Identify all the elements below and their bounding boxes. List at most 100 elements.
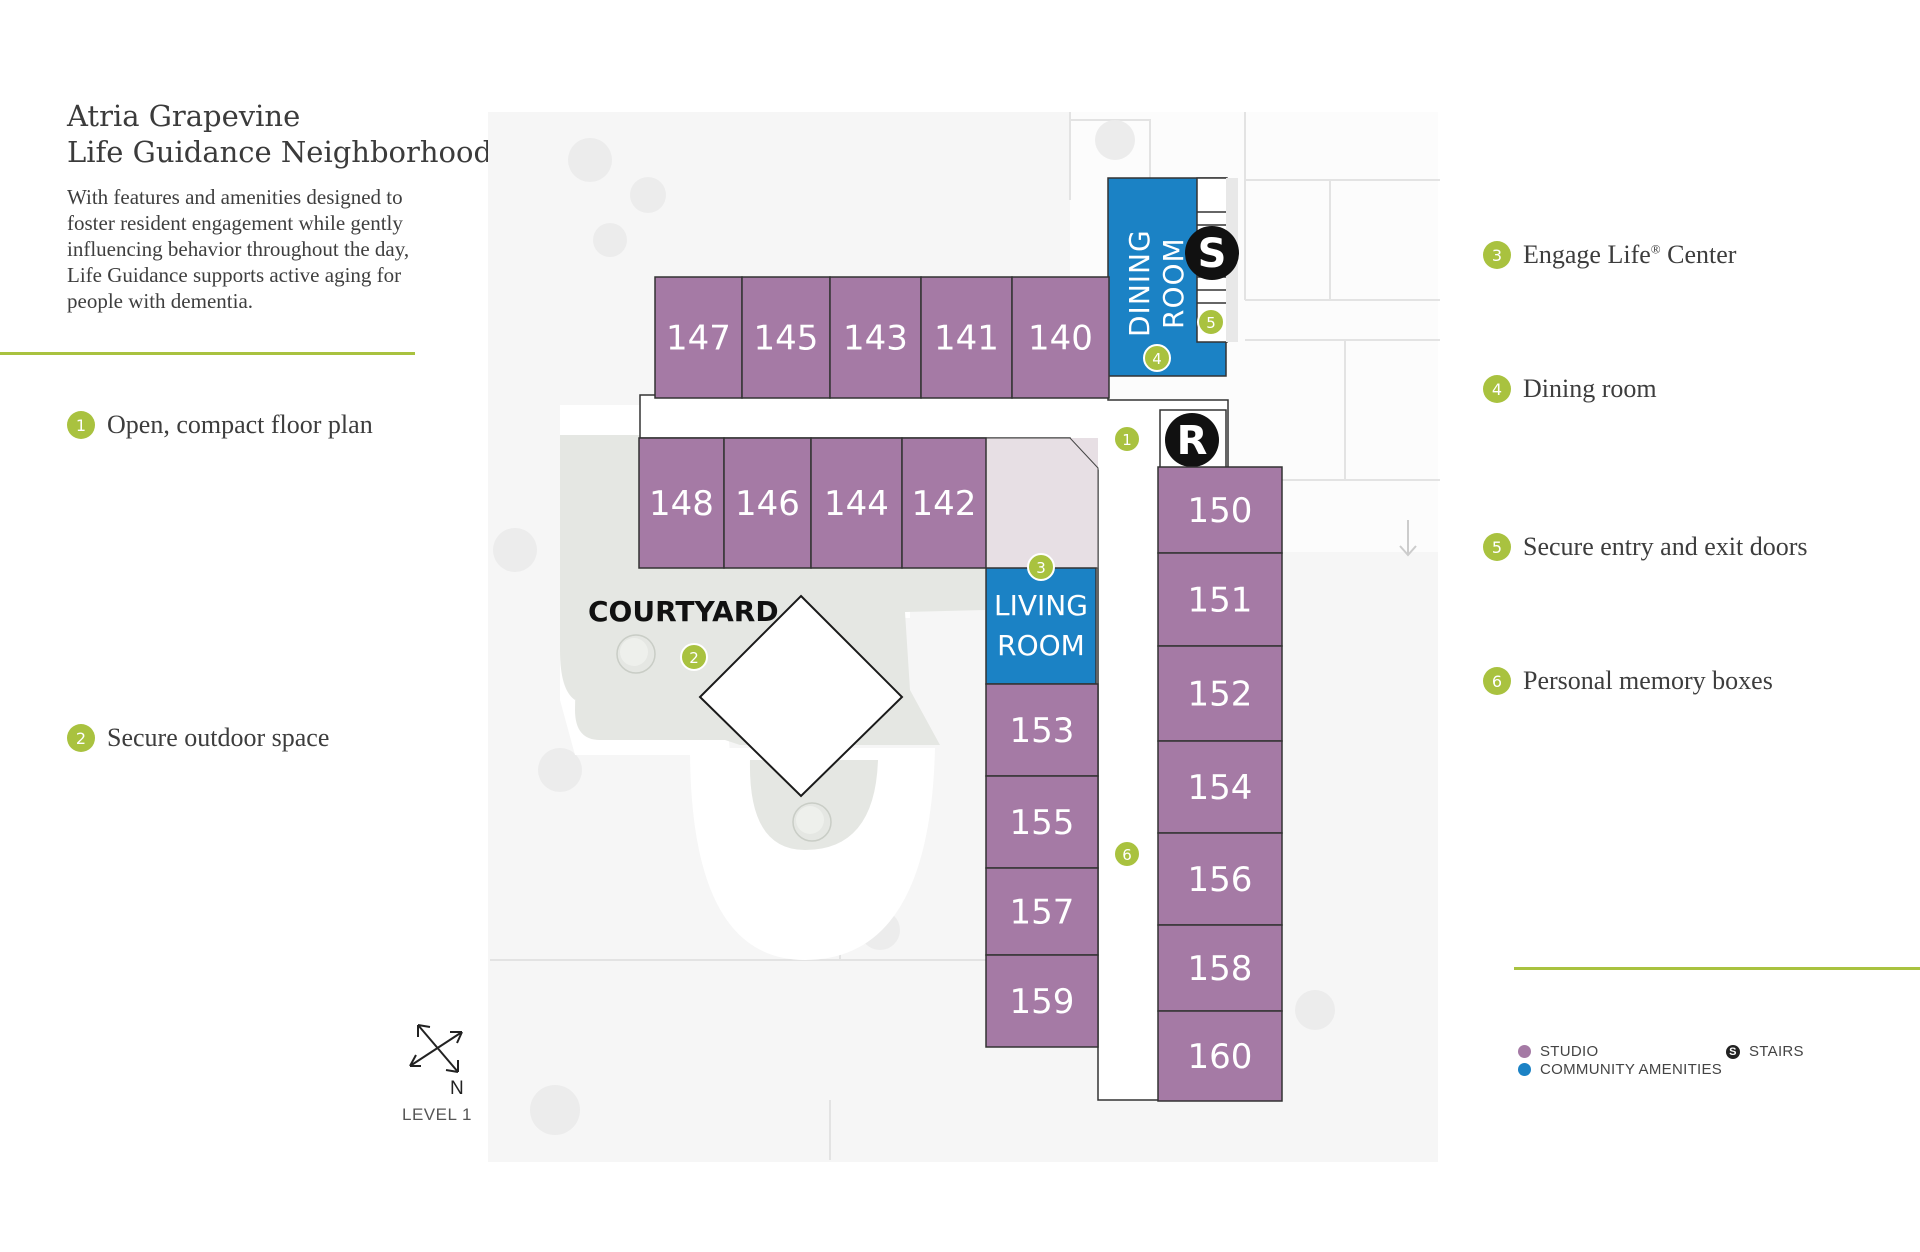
feature-marker-number: 2 [689,649,699,667]
left-divider [0,352,415,355]
feature-marker-number: 4 [1152,350,1162,368]
feature-marker-number: 6 [1122,846,1132,864]
unit-number-label: 142 [912,484,977,524]
feature-label: Personal memory boxes [1523,666,1773,695]
title-line-1: Atria Grapevine [67,99,301,133]
studio-unit [985,954,1099,1048]
unit-number-label: 140 [1028,319,1093,359]
compass-north-label: N [450,1078,464,1099]
feature-marker [1113,840,1141,868]
studio-unit [829,276,922,399]
feature-marker-number: 5 [1206,314,1216,332]
studio-unit [1157,740,1283,834]
feature-marker [1197,308,1225,336]
feature-label: Open, compact floor plan [107,410,373,439]
unit-number-label: 156 [1188,860,1253,900]
legend-stairs: S STAIRS [1726,1043,1804,1060]
title-line-2: Life Guidance Neighborhood [67,135,493,169]
unit-number-label: 160 [1188,1037,1253,1077]
feature-label: Engage Life® Center [1523,240,1736,270]
dining-room-label-2: ROOM [1157,237,1190,329]
compass-icon [409,1024,463,1073]
studio-unit [1157,645,1283,742]
unit-number-label: 158 [1188,949,1253,989]
feature-marker [680,643,708,671]
dining-room-block: DINING ROOM S R [1107,177,1239,471]
studio-unit [920,276,1013,399]
unit-number-label: 147 [666,319,731,359]
studio-unit [1157,552,1283,647]
studio-unit [901,437,987,569]
unit-number-label: 150 [1188,491,1253,531]
studio-unit [741,276,831,399]
unit-number-label: 144 [824,484,889,524]
feature-marker-number: 3 [1036,559,1046,577]
studio-unit [985,867,1099,956]
studio-unit [810,437,903,569]
feature-5: 5 Secure entry and exit doors [1483,532,1807,562]
unit-number-label: 152 [1188,675,1253,715]
legend-amenities: COMMUNITY AMENITIES [1518,1061,1722,1078]
page-title: Atria Grapevine Life Guidance Neighborho… [67,98,492,170]
studio-unit [1157,466,1283,554]
dining-room-label: DINING [1123,229,1156,337]
feature-3: 3 Engage Life® Center [1483,240,1736,270]
unit-number-label: 155 [1010,803,1075,843]
courtyard-label: COURTYARD [588,595,779,628]
unit-number-label: 154 [1188,768,1253,808]
studio-swatch [1518,1045,1531,1058]
feature-4: 4 Dining room [1483,374,1657,404]
studio-unit [654,276,743,399]
feature-number-badge: 5 [1483,533,1511,561]
feature-number-badge: 1 [67,411,95,439]
feature-marker [1143,344,1171,372]
studio-unit [985,683,1099,777]
unit-number-label: 153 [1010,711,1075,751]
feature-number-badge: 4 [1483,375,1511,403]
studio-unit [985,775,1099,869]
unit-number-label: 148 [649,484,714,524]
unit-number-label: 141 [934,319,999,359]
right-divider [1514,967,1920,970]
level-label: LEVEL 1 [402,1105,472,1124]
unit-number-label: 145 [754,319,819,359]
living-room-label: LIVING [994,589,1088,622]
feature-6: 6 Personal memory boxes [1483,666,1773,696]
living-room-label-2: ROOM [997,629,1085,662]
legend-studio-label: STUDIO [1540,1043,1599,1060]
registered-mark: ® [1650,241,1661,257]
feature-marker [1027,553,1055,581]
feature-label-main: Engage Life [1523,240,1651,269]
feature-label-suffix: Center [1660,240,1737,269]
studio-unit [1157,832,1283,926]
feature-1: 1 Open, compact floor plan [67,410,373,440]
feature-number-badge: 3 [1483,241,1511,269]
description: With features and amenities designed to … [67,185,410,313]
unit-number-label: 151 [1188,581,1253,621]
legend-stairs-label: STAIRS [1749,1043,1804,1060]
amenity-swatch [1518,1063,1531,1076]
feature-marker [1113,425,1141,453]
feature-number-badge: 2 [67,724,95,752]
unit-number-label: 146 [735,484,800,524]
studio-unit [1011,276,1110,399]
unit-number-label: 159 [1010,982,1075,1022]
living-room: LIVING ROOM [985,567,1097,685]
map-markers: 1 2 3 4 5 6 [680,308,1225,868]
feature-label: Secure outdoor space [107,723,330,752]
feature-2: 2 Secure outdoor space [67,723,329,753]
legend-studio: STUDIO [1518,1043,1598,1060]
legend-amenities-label: COMMUNITY AMENITIES [1540,1061,1723,1078]
r-icon-letter: R [1177,418,1208,464]
studio-unit [1157,1010,1283,1102]
r-icon [1165,413,1219,467]
feature-label: Secure entry and exit doors [1523,532,1808,561]
stairs-icon [1185,226,1239,280]
unit-number-label: 143 [843,319,908,359]
feature-label: Dining room [1523,374,1657,403]
feature-number-badge: 6 [1483,667,1511,695]
feature-marker-number: 1 [1122,431,1132,449]
stairs-icon-letter: S [1198,231,1227,277]
stairs-icon: S [1726,1044,1740,1059]
